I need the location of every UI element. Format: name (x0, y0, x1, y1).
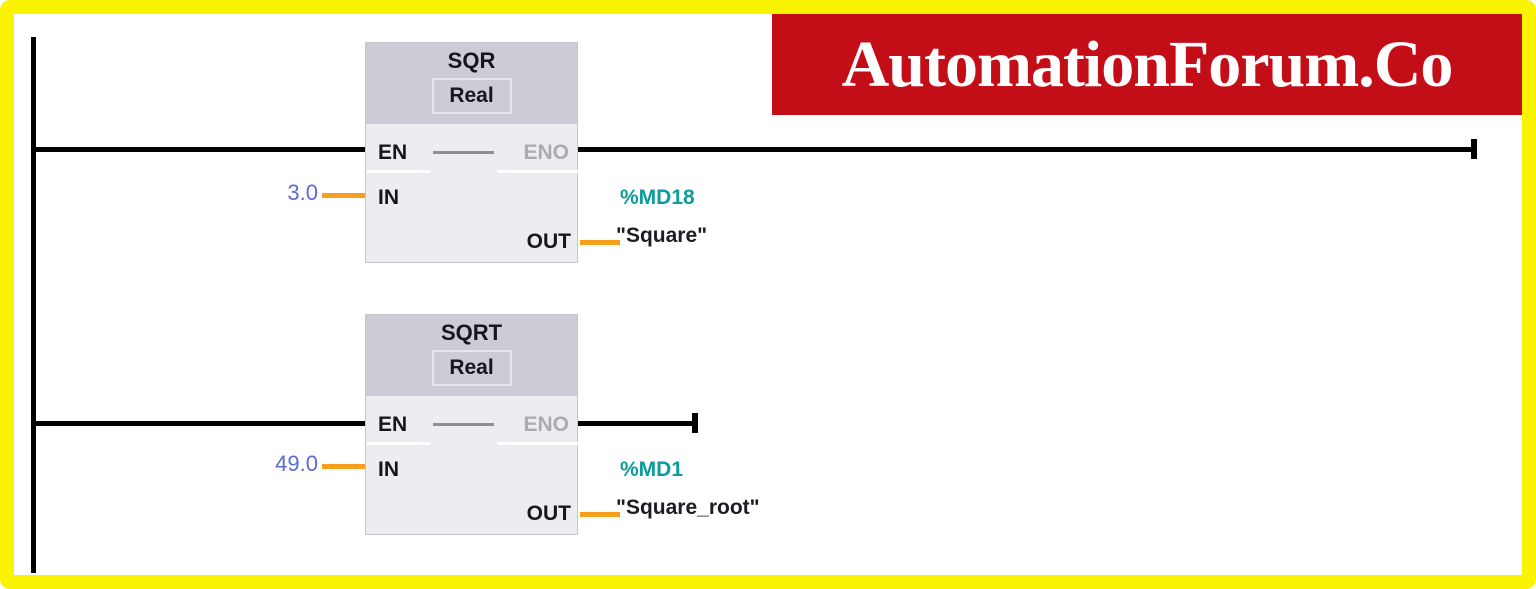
sqr-output-symbol[interactable]: "Square" (616, 224, 708, 247)
sqr-pin-eno: ENO (523, 141, 569, 164)
sqrt-input-value[interactable]: 49.0 (275, 451, 318, 476)
sqr-in-wire (322, 193, 366, 198)
sqrt-pin-en: EN (378, 413, 408, 436)
sqr-pin-out: OUT (526, 230, 571, 253)
sqr-out-wire (580, 240, 620, 245)
sqrt-eno-underline (497, 442, 578, 445)
rung2-wire-left (33, 421, 367, 426)
sqr-pin-in: IN (378, 186, 399, 209)
sqr-eno-underline (497, 170, 578, 173)
watermark-banner-text: AutomationForum.Co (841, 27, 1454, 101)
rung2-end-terminal (692, 413, 698, 433)
sqrt-function-block[interactable]: SQRT Real EN ENO IN OUT (365, 314, 578, 535)
sqr-block-title[interactable]: SQR (447, 48, 496, 73)
sqr-output-address[interactable]: %MD18 (620, 186, 695, 209)
sqrt-in-wire (322, 464, 366, 469)
sqrt-pin-out: OUT (526, 502, 571, 525)
sqrt-output-address[interactable]: %MD1 (620, 458, 684, 481)
sqr-en-eno-dash (433, 151, 494, 154)
sqrt-out-wire (580, 512, 620, 517)
sqrt-block-title[interactable]: SQRT (440, 320, 503, 345)
sqrt-pin-in: IN (378, 458, 399, 481)
rung1-wire-right (576, 147, 1475, 152)
sqr-input-value[interactable]: 3.0 (287, 180, 318, 205)
sqrt-en-eno-dash (433, 423, 494, 426)
watermark-banner: AutomationForum.Co (772, 14, 1522, 115)
sqrt-output-symbol[interactable]: "Square_root" (616, 496, 760, 519)
sqr-function-block[interactable]: SQR Real EN ENO IN OUT (365, 42, 578, 263)
rung1-end-terminal (1471, 139, 1477, 159)
sqr-pin-en: EN (378, 141, 408, 164)
sqr-block-header: SQR Real (366, 43, 577, 124)
sqrt-en-underline (367, 442, 430, 445)
sqr-en-underline (367, 170, 430, 173)
power-rail (31, 37, 36, 573)
rung2-wire-right (576, 421, 696, 426)
sqrt-block-header: SQRT Real (366, 315, 577, 396)
sqrt-pin-eno: ENO (523, 413, 569, 436)
sqr-data-type-selector[interactable]: Real (431, 78, 512, 114)
sqrt-data-type-selector[interactable]: Real (431, 350, 512, 386)
rung1-wire-left (33, 147, 367, 152)
